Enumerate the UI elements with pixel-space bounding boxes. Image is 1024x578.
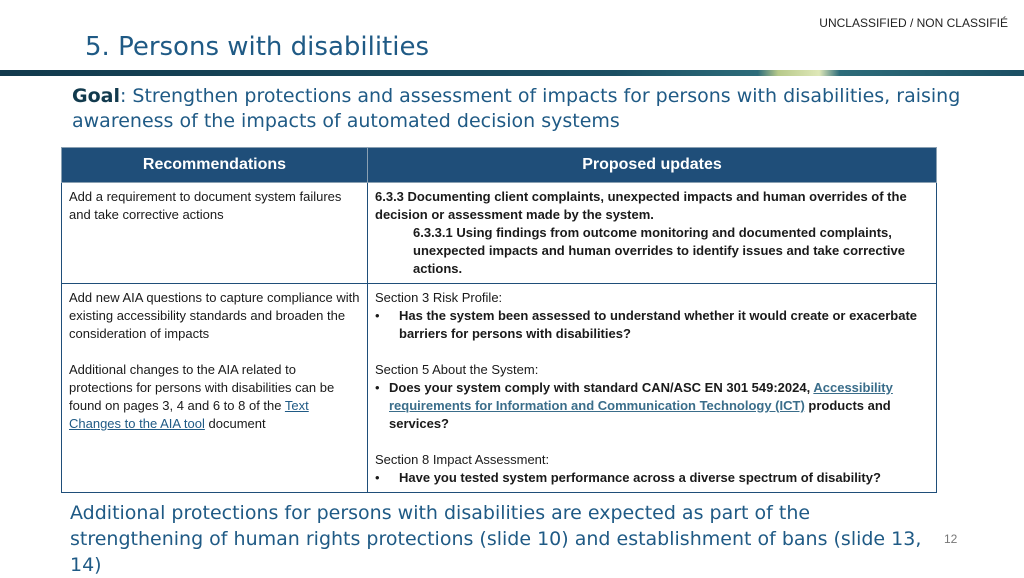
section-8-bullet: • Have you tested system performance acr…: [375, 470, 881, 485]
header-recommendations: Recommendations: [61, 147, 368, 183]
section-5-bullet: • Does your system comply with standard …: [375, 380, 893, 431]
section-5-heading: Section 5 About the System:: [375, 362, 539, 377]
row1-update: 6.3.3 Documenting client complaints, une…: [367, 182, 937, 284]
goal-label: Goal: [72, 85, 120, 107]
goal-statement: Goal: Strengthen protections and assessm…: [72, 84, 972, 134]
page-title: 5. Persons with disabilities: [85, 32, 430, 62]
row2-recommendation: Add new AIA questions to capture complia…: [61, 283, 368, 493]
row2-rec-paragraph-2: Additional changes to the AIA related to…: [69, 362, 335, 431]
section-8-heading: Section 8 Impact Assessment:: [375, 452, 550, 467]
goal-text: : Strengthen protections and assessment …: [72, 85, 961, 132]
recommendations-table: Recommendations Proposed updates Add a r…: [61, 147, 937, 493]
update-6-3-3-1: 6.3.3.1 Using findings from outcome moni…: [413, 225, 905, 276]
header-proposed-updates: Proposed updates: [367, 147, 937, 183]
classification-label: UNCLASSIFIED / NON CLASSIFIÉ: [819, 16, 1008, 30]
page-number: 12: [944, 532, 958, 546]
table-row: Add new AIA questions to capture complia…: [61, 283, 937, 493]
section-3-heading: Section 3 Risk Profile:: [375, 290, 503, 305]
bullet-icon: •: [375, 380, 380, 395]
row2-rec-paragraph-1: Add new AIA questions to capture complia…: [69, 290, 360, 341]
bullet-icon: •: [375, 470, 380, 485]
accessibility-standard-link[interactable]: Accessibility requirements for Informati…: [389, 380, 893, 413]
row1-recommendation: Add a requirement to document system fai…: [61, 182, 368, 284]
table-row: Add a requirement to document system fai…: [61, 182, 937, 284]
table-header-row: Recommendations Proposed updates: [61, 147, 937, 183]
bullet-icon: •: [375, 308, 380, 323]
section-3-bullet: • Has the system been assessed to unders…: [375, 308, 918, 341]
row2-update: Section 3 Risk Profile: • Has the system…: [367, 283, 937, 493]
update-6-3-3: 6.3.3 Documenting client complaints, une…: [375, 189, 907, 222]
footer-note: Additional protections for persons with …: [70, 502, 922, 576]
text-changes-link[interactable]: Text Changes to the AIA tool: [69, 398, 309, 431]
title-divider: [0, 70, 1024, 76]
